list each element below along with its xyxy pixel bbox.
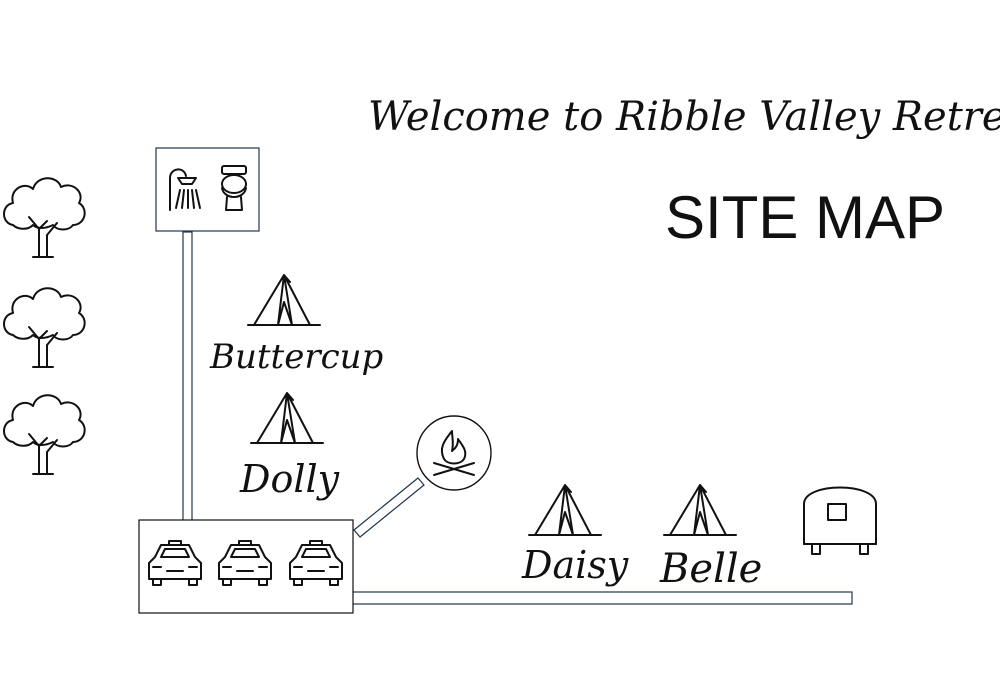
car-icon bbox=[289, 540, 343, 586]
washroom-block bbox=[155, 147, 260, 232]
tent-icon bbox=[663, 484, 737, 536]
tree-icon bbox=[3, 177, 86, 258]
pitch-daisy[interactable]: Daisy bbox=[521, 484, 629, 587]
campfire bbox=[416, 415, 492, 491]
tree-icon bbox=[3, 394, 86, 475]
campfire-icon bbox=[433, 430, 475, 476]
pitch-label-daisy: Daisy bbox=[521, 543, 629, 587]
pitch-label-belle: Belle bbox=[659, 546, 762, 592]
pitch-buttercup[interactable]: Buttercup bbox=[209, 274, 383, 377]
tree-icon bbox=[3, 287, 86, 368]
car-icon bbox=[148, 540, 202, 586]
toilet-icon bbox=[221, 165, 247, 211]
caravan-icon bbox=[803, 486, 877, 555]
page-title: SITE MAP bbox=[665, 184, 945, 251]
path-vertical bbox=[182, 231, 193, 523]
welcome-heading: Welcome to Ribble Valley Retreat bbox=[368, 94, 1000, 140]
car-icon bbox=[218, 540, 272, 586]
caravan[interactable] bbox=[803, 486, 877, 555]
car-park bbox=[138, 519, 354, 614]
shower-icon bbox=[169, 168, 201, 211]
pitch-belle[interactable]: Belle bbox=[659, 484, 762, 592]
tent-icon bbox=[247, 274, 321, 326]
path-horizontal bbox=[351, 591, 853, 605]
pitch-dolly[interactable]: Dolly bbox=[239, 392, 340, 501]
pitch-label-buttercup: Buttercup bbox=[209, 337, 383, 377]
tent-icon bbox=[250, 392, 324, 444]
path-to-campfire bbox=[353, 477, 425, 538]
tent-icon bbox=[528, 484, 602, 536]
pitch-label-dolly: Dolly bbox=[239, 457, 340, 501]
